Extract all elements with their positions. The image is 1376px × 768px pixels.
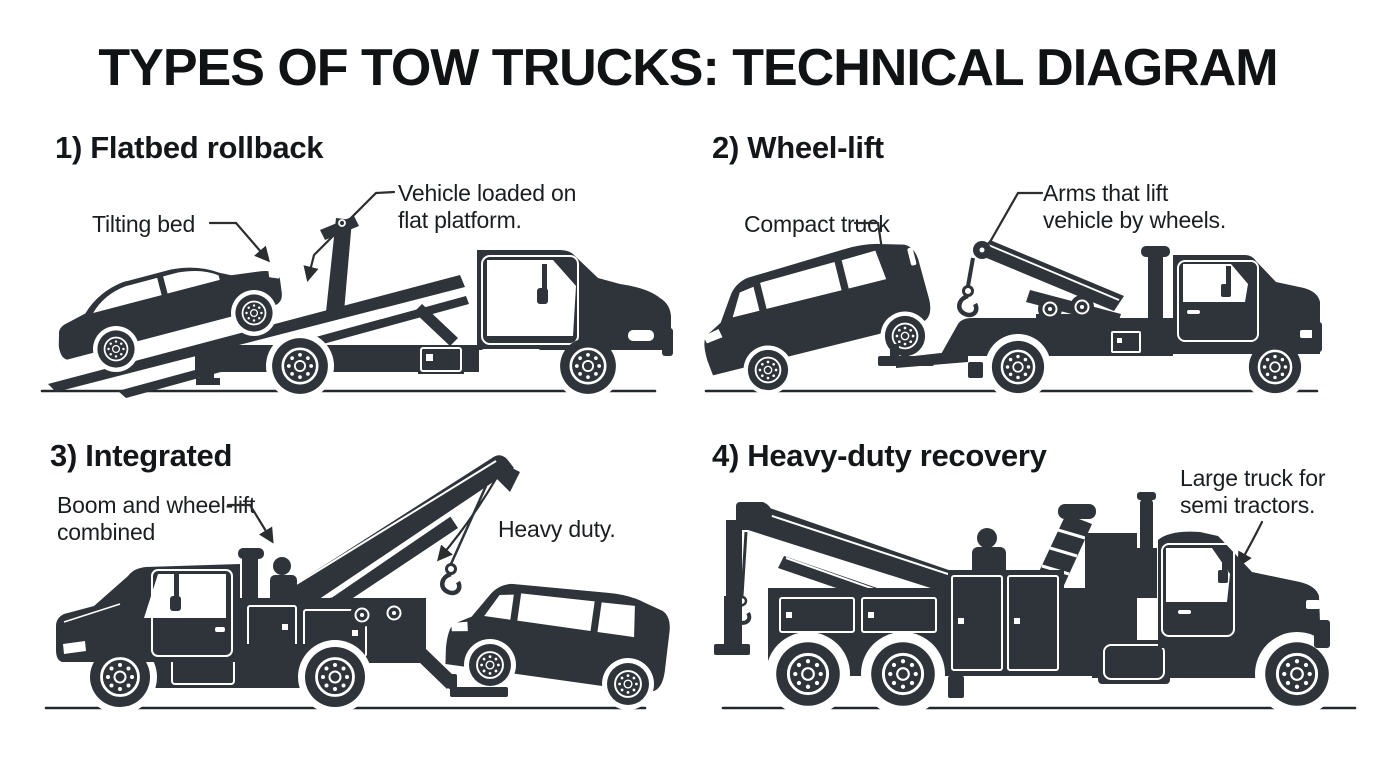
leader-arrow-vehicle-loaded (303, 190, 396, 282)
dolly-wheels (350, 601, 406, 627)
label-heavy-duty: Heavy duty. (498, 516, 616, 542)
wheel-icon (88, 645, 152, 709)
wheel-icon (774, 640, 842, 708)
front-bumper (1314, 620, 1330, 648)
truck-cab (56, 564, 240, 662)
wheel-lift-arm (387, 620, 508, 697)
flatbed-rollback-truck-icon (40, 190, 673, 400)
label-tilting-bed: Tilting bed (92, 211, 196, 237)
wheel-icon (303, 645, 367, 709)
crane-boom (714, 502, 1006, 655)
wheel-icon (990, 339, 1046, 395)
wheel-icon (468, 643, 512, 687)
dolly-wheels (1038, 295, 1094, 321)
label-vehicle-loaded: Vehicle loaded on flat platform. (398, 180, 577, 233)
wheel-icon (234, 293, 274, 333)
page-title: TYPES OF TOW TRUCKS: TECHNICAL DIAGRAM (98, 39, 1278, 97)
tow-truck-silhouette (940, 240, 1322, 400)
car-silhouette (58, 267, 282, 372)
leader-arrow-tilting-bed (208, 221, 271, 263)
heading-integrated: 3) Integrated (50, 438, 233, 473)
label-large-truck: Large truck for semi tractors. (1180, 465, 1326, 518)
wheel-icon (1263, 640, 1331, 708)
wheel-icon (96, 329, 136, 369)
integrated-tow-truck-icon (44, 455, 670, 714)
car-silhouette (703, 243, 931, 395)
wheel-lift-tow-truck-icon (703, 191, 1322, 400)
wheel-icon (270, 336, 330, 396)
leader-arrow-large-truck (1237, 520, 1264, 568)
label-boom-combined: Boom and wheel-lift combined (57, 492, 256, 545)
heading-heavy-duty: 4) Heavy-duty recovery (712, 438, 1047, 473)
heading-flatbed-rollback: 1) Flatbed rollback (55, 130, 324, 165)
leader-arrow-boom-combined (226, 503, 274, 544)
label-arms-lift: Arms that lift vehicle by wheels. (1043, 180, 1227, 233)
truck-cab (477, 250, 673, 369)
truck-cab (1158, 531, 1321, 648)
wheel-icon (558, 336, 618, 396)
truck-chassis (195, 345, 479, 385)
boom (238, 455, 520, 616)
wheel-icon (746, 348, 790, 392)
suv-silhouette (445, 583, 670, 710)
heading-wheel-lift: 2) Wheel-lift (712, 130, 884, 165)
wheel-icon (1247, 339, 1303, 395)
heavy-duty-recovery-truck-icon (714, 492, 1357, 716)
wheel-icon (606, 662, 650, 706)
wheel-icon (869, 640, 937, 708)
